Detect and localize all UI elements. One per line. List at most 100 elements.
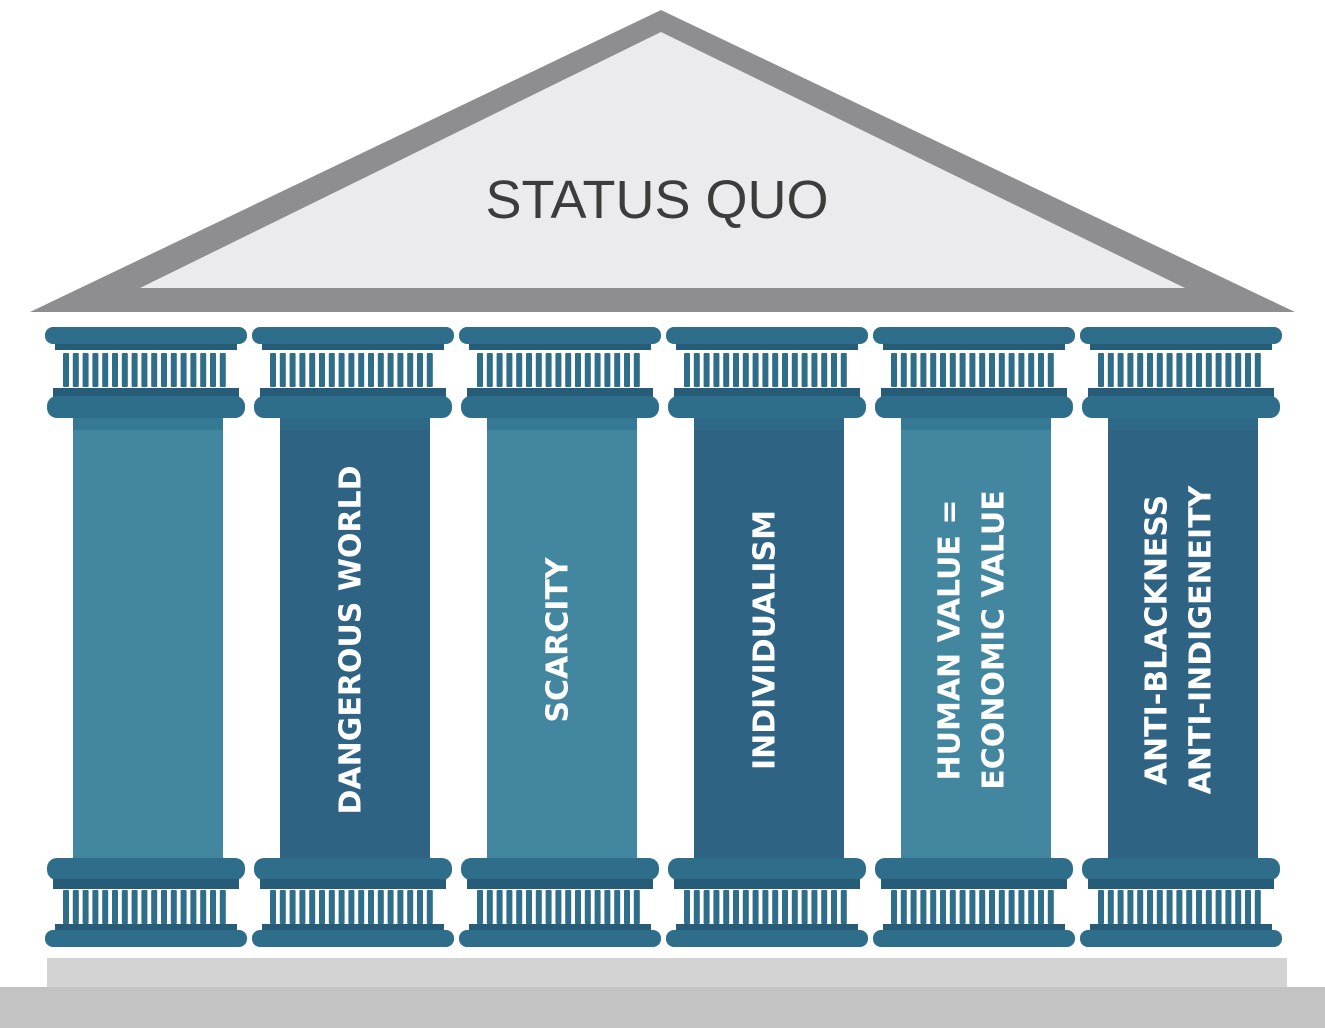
base-flutes: [891, 890, 1054, 924]
flute: [368, 353, 374, 387]
flute: [969, 353, 976, 387]
capital-top-band: [883, 344, 1065, 350]
shaft-top-shade: [487, 418, 637, 430]
capital-top-slab: [459, 327, 661, 344]
flute: [377, 353, 384, 387]
flute: [516, 353, 523, 387]
flute: [940, 353, 946, 387]
flute: [723, 353, 730, 387]
flute: [210, 890, 216, 924]
capital-top-band: [1090, 344, 1272, 350]
capital-lower-slab: [47, 396, 245, 418]
flute: [930, 890, 937, 924]
flute: [1254, 353, 1261, 387]
flute: [368, 890, 374, 924]
flute: [584, 890, 591, 924]
flute: [791, 890, 798, 924]
flute: [417, 353, 423, 387]
flute: [614, 353, 621, 387]
flute: [407, 353, 414, 387]
flute: [141, 353, 148, 387]
flute: [891, 353, 897, 387]
flute: [1176, 353, 1183, 387]
flute: [319, 890, 325, 924]
flute: [348, 890, 355, 924]
flute: [624, 890, 630, 924]
base-lower-slab: [459, 930, 661, 947]
flute: [1117, 890, 1124, 924]
flute: [1196, 353, 1202, 387]
flute: [1137, 353, 1144, 387]
base-upper-slab: [668, 858, 866, 880]
capital-lower-band: [674, 388, 860, 398]
flute: [1245, 353, 1251, 387]
flute: [190, 353, 197, 387]
flute: [900, 890, 907, 924]
shaft-top-shade: [694, 418, 844, 430]
flute: [1166, 890, 1173, 924]
pillar-2: DANGEROUS WORLD: [252, 327, 454, 947]
flute: [840, 890, 847, 924]
flute: [1018, 353, 1025, 387]
flute: [1018, 890, 1025, 924]
base-upper-band: [881, 879, 1067, 889]
flute: [270, 890, 276, 924]
flute: [584, 353, 591, 387]
flute: [63, 353, 69, 387]
pillar-label: SCARCITY: [541, 556, 576, 723]
flute: [1028, 353, 1035, 387]
flute: [989, 890, 995, 924]
flute: [633, 353, 640, 387]
flute: [289, 353, 296, 387]
flute: [112, 353, 118, 387]
pillar-5: HUMAN VALUE =ECONOMIC VALUE: [873, 327, 1075, 947]
flute: [151, 353, 158, 387]
flute: [1186, 890, 1193, 924]
capital-lower-band: [53, 388, 239, 398]
flute: [959, 890, 966, 924]
base-upper-slab: [47, 858, 245, 880]
flute: [1235, 890, 1242, 924]
flute: [920, 353, 927, 387]
flute: [1186, 353, 1193, 387]
flute: [1107, 890, 1114, 924]
flute: [891, 890, 897, 924]
flute: [299, 890, 306, 924]
pediment-face: [140, 32, 1185, 288]
flute: [1166, 353, 1173, 387]
flute: [121, 890, 128, 924]
flute: [170, 890, 177, 924]
flute: [210, 353, 216, 387]
flute: [63, 890, 69, 924]
flute: [979, 890, 986, 924]
flute: [180, 890, 187, 924]
flute: [1098, 890, 1104, 924]
base-step-upper: [47, 958, 1287, 990]
capital-lower-slab: [875, 396, 1073, 418]
flute: [693, 890, 700, 924]
flute: [762, 890, 769, 924]
flute: [1156, 353, 1163, 387]
pillar-shaft: [73, 418, 223, 860]
flute: [723, 890, 730, 924]
flute: [782, 890, 788, 924]
flute: [969, 890, 976, 924]
pillar-4: INDIVIDUALISM: [666, 327, 868, 947]
pillar-1: [45, 327, 247, 947]
flute: [348, 353, 355, 387]
capital-top-flutes: [891, 353, 1054, 387]
base-lower-slab: [666, 930, 868, 947]
pediment-title: STATUS QUO: [485, 170, 828, 230]
flute: [102, 890, 109, 924]
flute: [684, 353, 690, 387]
base-lower-band: [883, 924, 1065, 930]
base-lower-slab: [45, 930, 247, 947]
flute: [270, 353, 276, 387]
flute: [1127, 890, 1134, 924]
flute: [831, 890, 837, 924]
flute: [604, 353, 611, 387]
flute: [121, 353, 128, 387]
flute: [575, 890, 581, 924]
flute: [200, 353, 207, 387]
